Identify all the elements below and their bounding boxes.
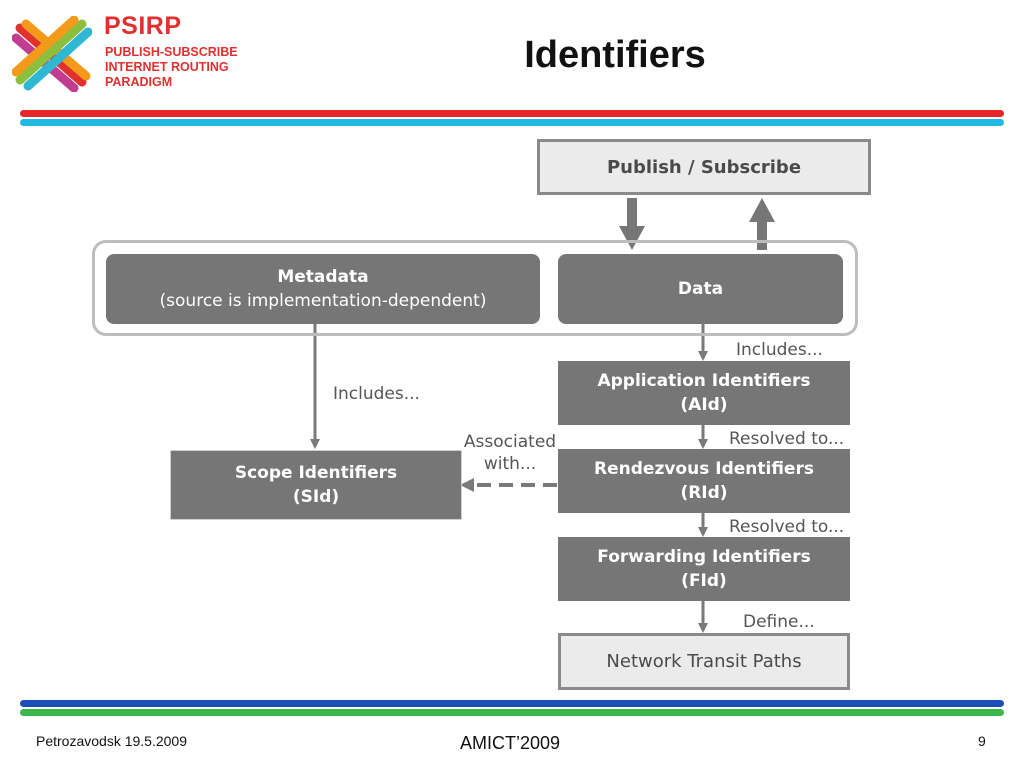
rendezvous-identifiers-box: Rendezvous Identifiers (RId)	[558, 449, 850, 513]
footer-conference: AMICT’2009	[460, 733, 561, 753]
bottom-bar-green	[20, 709, 1004, 716]
rid-abbrev: (RId)	[680, 483, 728, 503]
publish-down-arrow	[619, 198, 645, 250]
includes-right-label: Includes...	[736, 340, 823, 360]
footer-location-date: Petrozavodsk 19.5.2009	[36, 733, 187, 749]
associated-line-1: Associated	[463, 432, 557, 452]
bottom-bar-blue	[20, 700, 1004, 707]
subscribe-up-arrow	[749, 198, 775, 250]
logo-line-3: PARADIGM	[105, 75, 173, 89]
associated-with-label: Associated with...	[452, 431, 568, 475]
includes-left-label: Includes...	[333, 384, 420, 404]
define-label: Define...	[743, 612, 815, 632]
logo-line-2: INTERNET ROUTING	[105, 60, 229, 74]
rid-to-sid-arrowhead	[460, 478, 474, 492]
sid-abbrev: (SId)	[292, 487, 340, 507]
forwarding-identifiers-box: Forwarding Identifiers (FId)	[558, 537, 850, 601]
application-identifiers-box: Application Identifiers (AId)	[558, 361, 850, 425]
top-bar-red	[20, 110, 1004, 117]
metadata-box: Metadata (source is implementation-depen…	[106, 254, 540, 324]
resolved-to-label-1: Resolved to...	[729, 429, 845, 449]
fid-title: Forwarding Identifiers	[597, 547, 811, 567]
aid-title: Application Identifiers	[597, 371, 811, 391]
metadata-data-container	[92, 240, 858, 336]
fid-abbrev: (FId)	[681, 571, 727, 591]
resolved-to-label-2: Resolved to...	[729, 517, 845, 537]
metadata-subtitle: (source is implementation-dependent)	[159, 291, 487, 311]
publish-subscribe-box: Publish / Subscribe	[537, 139, 871, 195]
psirp-logo	[11, 15, 93, 93]
sid-title: Scope Identifiers	[234, 463, 398, 483]
logo-line-1: PUBLISH-SUBSCRIBE	[105, 45, 238, 59]
psirp-logo-mark-icon	[11, 15, 93, 93]
aid-abbrev: (AId)	[680, 395, 728, 415]
data-box: Data	[558, 254, 843, 324]
logo-brand: PSIRP	[104, 12, 182, 40]
rid-title: Rendezvous Identifiers	[594, 459, 814, 479]
footer-page-number: 9	[978, 733, 986, 749]
scope-identifiers-box: Scope Identifiers (SId)	[170, 450, 462, 520]
network-transit-paths-box: Network Transit Paths	[558, 633, 850, 690]
metadata-title: Metadata	[277, 267, 369, 287]
associated-line-2: with...	[483, 454, 537, 474]
page-title: Identifiers	[524, 34, 706, 76]
top-bar-cyan	[20, 119, 1004, 126]
